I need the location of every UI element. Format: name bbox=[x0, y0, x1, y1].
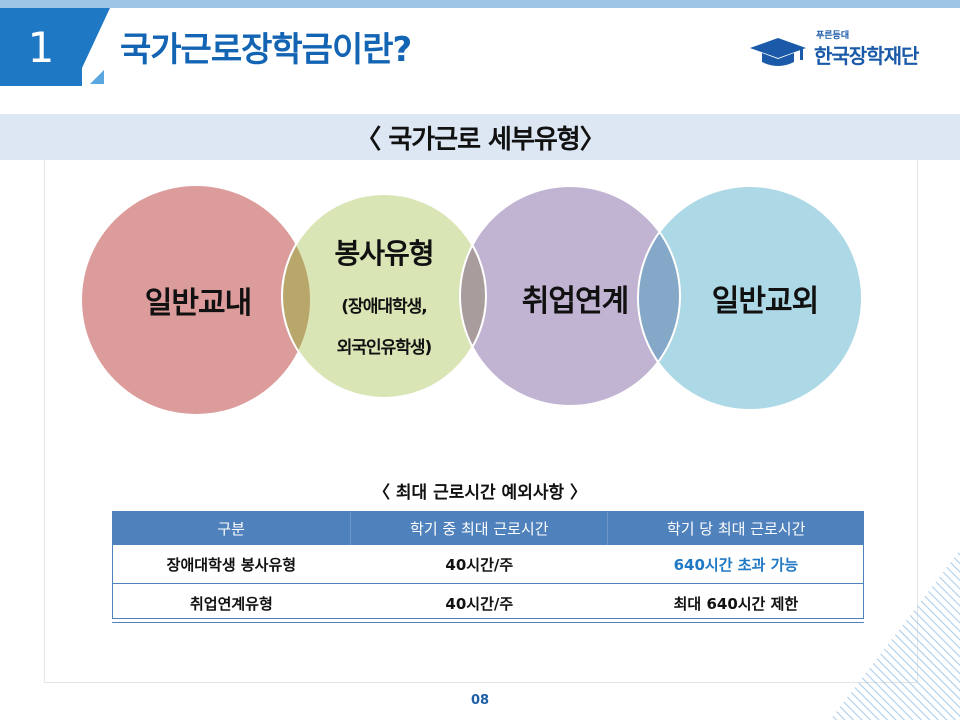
section-banner: 〈 국가근로 세부유형〉 bbox=[0, 114, 960, 160]
circle-on-campus bbox=[82, 186, 310, 414]
header-max-hours-per-semester: 학기 당 최대 근로시간 bbox=[607, 511, 864, 545]
section-number-badge: 1 bbox=[0, 8, 82, 86]
top-accent-strip bbox=[0, 0, 960, 8]
cell-semester-hours: 640시간 초과 가능 bbox=[607, 545, 864, 584]
logo-text: 한국장학재단 bbox=[814, 44, 919, 68]
table-row: 장애대학생 봉사유형 40시간/주 640시간 초과 가능 bbox=[112, 545, 864, 584]
work-hours-exception-table: 구분 학기 중 최대 근로시간 학기 당 최대 근로시간 장애대학생 봉사유형 … bbox=[112, 511, 864, 623]
label-on-campus: 일반교내 bbox=[144, 286, 252, 321]
kosaf-logo: 푸른등대 한국장학재단 bbox=[748, 28, 938, 76]
label-volunteer: 봉사유형 bbox=[334, 237, 434, 270]
page-title: 국가근로장학금이란? bbox=[120, 30, 412, 70]
header-category: 구분 bbox=[112, 511, 352, 545]
label-off-campus: 일반교외 bbox=[711, 284, 819, 319]
exceptions-title: 〈 최대 근로시간 예외사항 〉 bbox=[372, 483, 588, 503]
graduation-cap-icon bbox=[750, 38, 806, 66]
page-number: 08 bbox=[470, 693, 490, 708]
cell-semester-hours: 최대 640시간 제한 bbox=[607, 583, 864, 623]
work-type-venn-diagram bbox=[82, 186, 862, 414]
table-header-row: 구분 학기 중 최대 근로시간 학기 당 최대 근로시간 bbox=[112, 511, 864, 545]
label-volunteer-sub2: 외국인유학생) bbox=[336, 338, 433, 358]
cell-category: 취업연계유형 bbox=[112, 583, 351, 623]
section-badge-corner bbox=[82, 8, 110, 68]
section-number: 1 bbox=[27, 22, 55, 72]
cell-weekly-hours: 40시간/주 bbox=[350, 583, 608, 623]
decorative-hatch-pattern bbox=[830, 550, 960, 720]
table-row: 취업연계유형 40시간/주 최대 640시간 제한 bbox=[112, 583, 864, 623]
header-max-hours-during-semester: 학기 중 최대 근로시간 bbox=[350, 511, 609, 545]
banner-title: 〈 국가근로 세부유형〉 bbox=[355, 124, 605, 155]
cell-category: 장애대학생 봉사유형 bbox=[112, 545, 351, 584]
cell-weekly-hours: 40시간/주 bbox=[350, 545, 608, 584]
logo-tagline: 푸른등대 bbox=[816, 31, 850, 41]
label-volunteer-sub1: (장애대학생, bbox=[341, 297, 427, 317]
label-employment-linked: 취업연계 bbox=[521, 284, 629, 319]
